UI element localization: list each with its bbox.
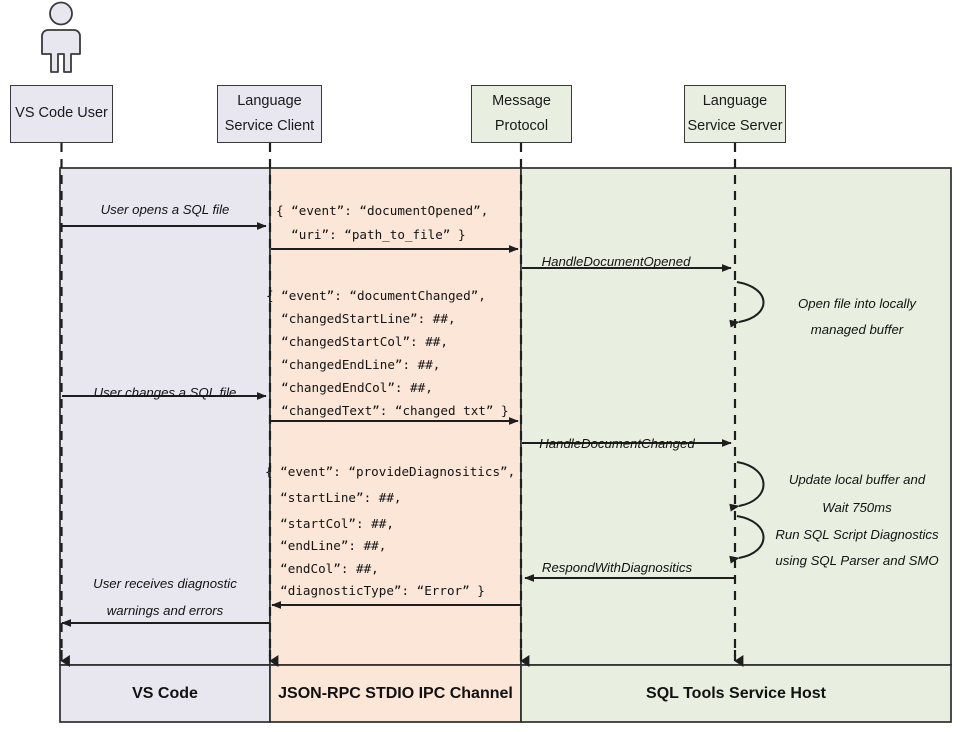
participant-label-line1: Language	[702, 93, 768, 110]
message-label-user-changes-sql-file: User changes a SQL file	[93, 385, 237, 400]
payload-document-changed-line-2: “changedStartCol”: ##,	[266, 334, 448, 349]
footer-label-ipc-channel: JSON-RPC STDIO IPC Channel	[278, 684, 513, 702]
participant-label-line2: Service Server	[687, 117, 783, 134]
payload-provide-diagnostics-line-4: “endCol”: ##,	[265, 561, 379, 576]
self-note-run-diagnostics-line1: Run SQL Script Diagnostics	[775, 527, 939, 542]
payload-provide-diagnostics-line-3: “endLine”: ##,	[265, 538, 387, 553]
footer-band-ipc	[269, 664, 522, 723]
payload-provide-diagnostics-line-5: “diagnosticType”: “Error” }	[265, 583, 485, 598]
participant-label-line1: Language	[237, 93, 302, 110]
self-note-open-file-buffer-line1: Open file into locally	[797, 296, 917, 311]
participant-label-line2: Protocol	[494, 117, 549, 134]
self-note-open-file-buffer-line2: managed buffer	[810, 322, 904, 337]
payload-document-opened-line-1: “uri”: “path_to_file” }	[276, 227, 466, 242]
payload-provide-diagnostics-line-0: { “event”: “provideDiagnositics”,	[265, 464, 516, 479]
message-label-respond-with-diagnostics: RespondWithDiagnositics	[541, 560, 693, 575]
payload-document-changed-line-4: “changedEndCol”: ##,	[266, 380, 433, 395]
footer-band-vs-code	[59, 664, 271, 723]
message-label-handle-document-changed: HandleDocumentChanged	[539, 436, 695, 451]
message-label-user-receives-diagnostics-line2: warnings and errors	[106, 603, 224, 618]
message-label-user-receives-diagnostics-line1: User receives diagnostic	[93, 576, 237, 591]
self-note-run-diagnostics-line2: using SQL Parser and SMO	[775, 553, 939, 568]
participant-message-protocol[interactable]: Message Protocol	[471, 85, 572, 143]
payload-document-changed-line-0: { “event”: “documentChanged”,	[266, 288, 486, 303]
payload-provide-diagnostics-line-2: “startCol”: ##,	[265, 516, 394, 531]
footer-band-host	[520, 664, 952, 723]
self-loop-update-buffer-wait	[729, 461, 765, 512]
self-loop-open-file-buffer	[729, 281, 765, 328]
actor-vs-code-user-icon	[41, 1, 81, 73]
message-label-handle-document-opened: HandleDocumentOpened	[541, 254, 691, 269]
payload-provide-diagnostics-line-1: “startLine”: ##,	[265, 490, 402, 505]
participant-language-service-server[interactable]: Language Service Server	[684, 85, 786, 143]
self-note-update-buffer-line2: Wait 750ms	[822, 500, 892, 515]
band-ipc-channel	[269, 167, 522, 666]
participant-label: VS Code User	[15, 105, 108, 122]
payload-document-opened-line-0: { “event”: “documentOpened”,	[276, 203, 489, 218]
payload-document-changed-line-1: “changedStartLine”: ##,	[266, 311, 456, 326]
message-label-user-opens-sql-file: User opens a SQL file	[100, 202, 230, 217]
footer-label-sql-tools-service-host: SQL Tools Service Host	[646, 684, 826, 702]
participant-label-line2: Service Client	[224, 117, 315, 134]
participant-language-service-client[interactable]: Language Service Client	[217, 85, 322, 143]
participant-label-line1: Message	[492, 93, 551, 110]
self-note-update-buffer-line1: Update local buffer and	[788, 472, 926, 487]
payload-document-changed-line-5: “changedText”: “changed txt” }	[266, 403, 509, 418]
participant-vs-code-user[interactable]: VS Code User	[10, 85, 113, 143]
footer-label-vs-code: VS Code	[132, 684, 198, 702]
band-vs-code	[59, 167, 271, 666]
payload-document-changed-line-3: “changedEndLine”: ##,	[266, 357, 441, 372]
self-loop-run-diagnostics	[729, 515, 765, 564]
